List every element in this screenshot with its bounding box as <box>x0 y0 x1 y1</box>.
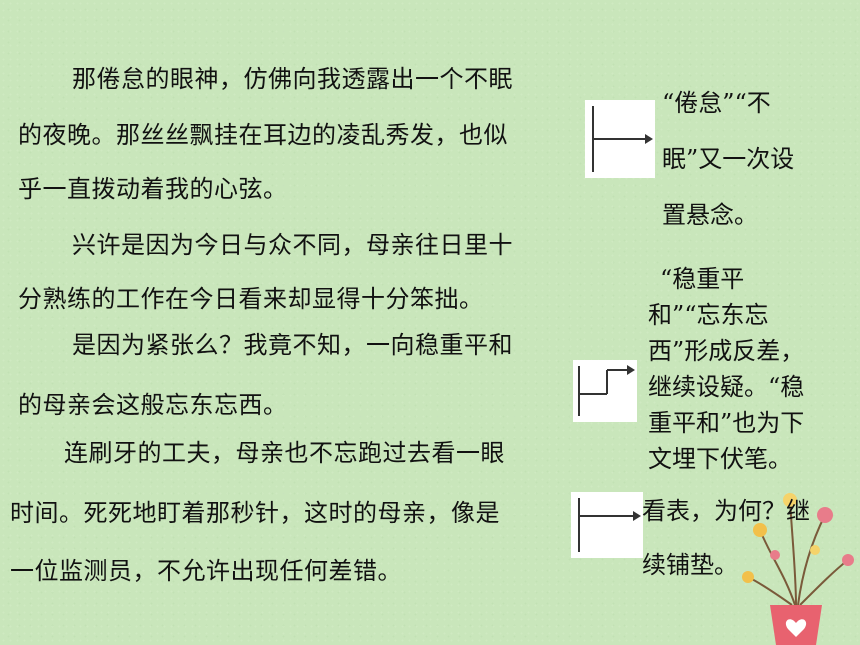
paragraph-1-line-2: 的夜晚。那丝丝飘挂在耳边的凌乱秀发，也似 <box>18 121 508 149</box>
paragraph-4-line-1: 连刷牙的工夫，母亲也不忘跑过去看一眼 <box>64 439 505 467</box>
annotation-3: 看表，为何？继 续铺垫。 <box>642 496 852 580</box>
paragraph-4-line-3: 一位监测员，不允许出现任何差错。 <box>10 557 402 585</box>
paragraph-1-line-1: 那倦怠的眼神，仿佛向我透露出一个不眠 <box>72 65 513 93</box>
paragraph-2-line-1: 兴许是因为今日与众不同，母亲往日里十 <box>72 231 513 259</box>
annotation-1-line-3: 置悬念。 <box>662 201 758 229</box>
annotation-2-line-1: “稳重平 <box>660 265 745 293</box>
paragraph-3-line-2: 的母亲会这般忘东忘西。 <box>18 391 288 419</box>
flower-pot-icon <box>742 493 854 645</box>
annotation-2-line-4: 继续设疑。“稳 <box>648 373 805 401</box>
annotation-2-line-3: 西”形成反差， <box>648 337 805 365</box>
annotation-2-line-2: 和”“忘东忘 <box>648 301 769 329</box>
annotation-2: “稳重平 和”“忘东忘 西”形成反差， 继续设疑。“稳 重平和”也为下 文埋下伏… <box>648 264 853 480</box>
annotation-1: “倦怠”“不 眠”又一次设 置悬念。 <box>662 88 852 230</box>
paragraph-1-line-3: 乎一直拨动着我的心弦。 <box>18 175 288 203</box>
annotation-1-line-1: “倦怠”“不 <box>662 89 771 117</box>
annotation-3-line-1: 看表，为何？继 <box>642 497 810 525</box>
annotation-3-line-2: 续铺垫。 <box>642 551 738 579</box>
paragraph-3-line-1: 是因为紧张么？我竟不知，一向稳重平和 <box>72 331 513 359</box>
paragraph-2-line-2: 分熟练的工作在今日看来却显得十分笨拙。 <box>18 285 484 313</box>
bracket-arrow-icon <box>571 492 643 558</box>
paragraph-4-line-2: 时间。死死地盯着那秒针，这时的母亲，像是 <box>10 499 500 527</box>
bracket-arrow-icon <box>585 100 655 178</box>
annotation-2-line-5: 重平和”也为下 <box>648 409 805 437</box>
annotation-2-line-6: 文埋下伏笔。 <box>648 445 792 473</box>
step-arrow-icon <box>573 360 637 422</box>
annotation-1-line-2: 眠”又一次设 <box>662 145 795 173</box>
